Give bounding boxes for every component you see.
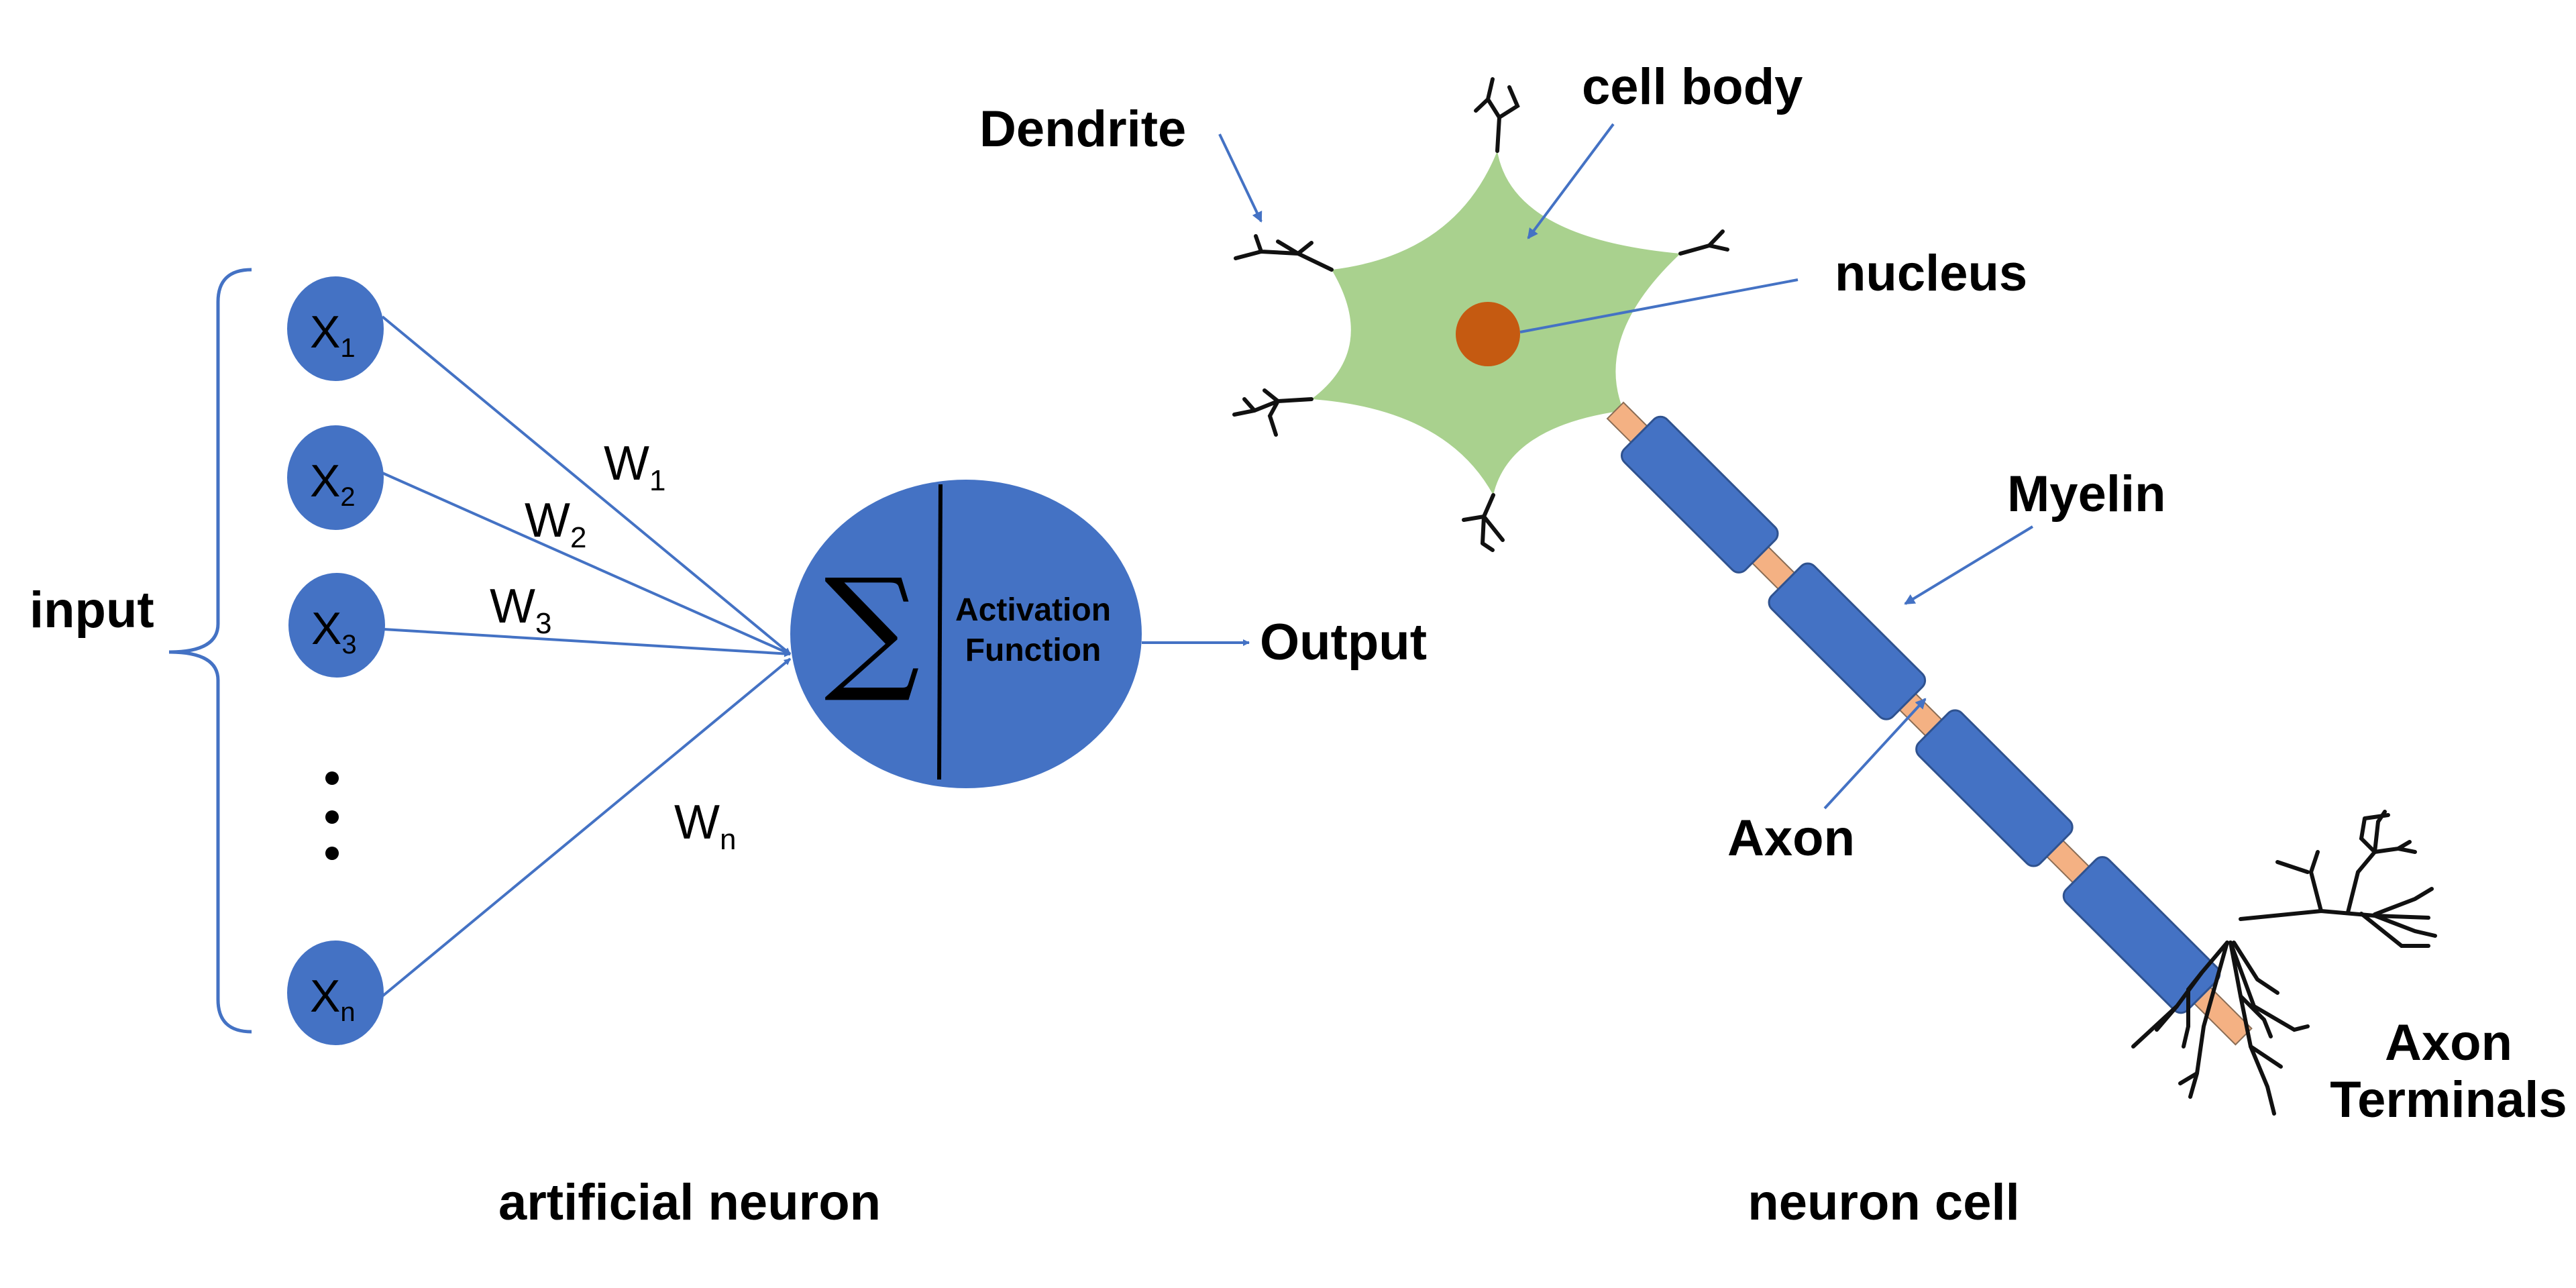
axon-pointer <box>1823 698 1927 810</box>
input-node-circle <box>287 276 384 381</box>
nucleus-pointer <box>1519 278 1799 333</box>
input-node-circle <box>288 573 385 678</box>
axon-terminals-label-line1: Axon <box>2385 1014 2512 1071</box>
neuron-divider <box>937 484 943 780</box>
ellipsis-dots <box>325 771 339 860</box>
input-node-circle <box>287 425 384 530</box>
pointer-arrows <box>1218 123 2034 810</box>
nucleus <box>1456 302 1520 366</box>
neuron-cell-group: Dendrite cell body nucleus Myelin Axon A… <box>979 58 2567 1231</box>
output-label: Output <box>1260 614 1427 671</box>
artificial-neuron-caption: artificial neuron <box>498 1174 881 1231</box>
connection-x2 <box>382 472 791 655</box>
weight-label: W2 <box>525 494 586 554</box>
artificial-neuron-group: input X1 X2 X3 Xn <box>30 268 1427 1231</box>
myelin-pointer <box>1904 525 2034 605</box>
summation-neuron <box>790 480 1142 788</box>
myelin-label: Myelin <box>2007 466 2166 523</box>
connection-x1 <box>381 315 792 655</box>
myelin-sheath <box>1768 562 1927 720</box>
sigma-symbol: ∑ <box>824 550 920 706</box>
input-node-circle <box>287 941 384 1045</box>
connection-x3 <box>383 628 791 657</box>
weight-connections <box>381 315 792 998</box>
myelin-sheath <box>1915 709 2074 867</box>
input-node-label: Xn <box>310 971 356 1027</box>
weight-label: W3 <box>490 580 551 640</box>
cell-body-label: cell body <box>1582 58 1803 115</box>
input-node: X1 <box>287 276 384 381</box>
input-node: Xn <box>287 941 384 1045</box>
input-node: X2 <box>287 425 384 530</box>
weight-label: W1 <box>604 437 665 497</box>
dendrites <box>1232 77 1729 552</box>
axon <box>1606 401 2253 1046</box>
myelin-sheath <box>2062 856 2221 1014</box>
axon-terminals-label-line2: Terminals <box>2330 1071 2567 1128</box>
dendrite-label: Dendrite <box>979 101 1186 158</box>
nucleus-label: nucleus <box>1835 245 2027 302</box>
cell-body-pointer <box>1527 123 1615 239</box>
input-node-label: X3 <box>311 603 357 659</box>
axon-terminals <box>2131 810 2437 1116</box>
input-node-label: X2 <box>310 455 356 512</box>
input-label: input <box>30 582 154 639</box>
activation-label-line1: Activation <box>955 592 1111 628</box>
activation-label-line2: Function <box>965 633 1102 668</box>
input-node-label: X1 <box>310 307 356 363</box>
axon-label: Axon <box>1727 810 1855 867</box>
myelin-sheath <box>1620 415 1779 574</box>
weight-label: Wn <box>674 796 736 856</box>
dendrite-pointer <box>1218 133 1263 223</box>
connection-xn <box>381 657 792 998</box>
input-brace <box>168 268 252 1034</box>
neuron-cell-caption: neuron cell <box>1748 1174 2019 1231</box>
input-node: X3 <box>288 573 385 678</box>
